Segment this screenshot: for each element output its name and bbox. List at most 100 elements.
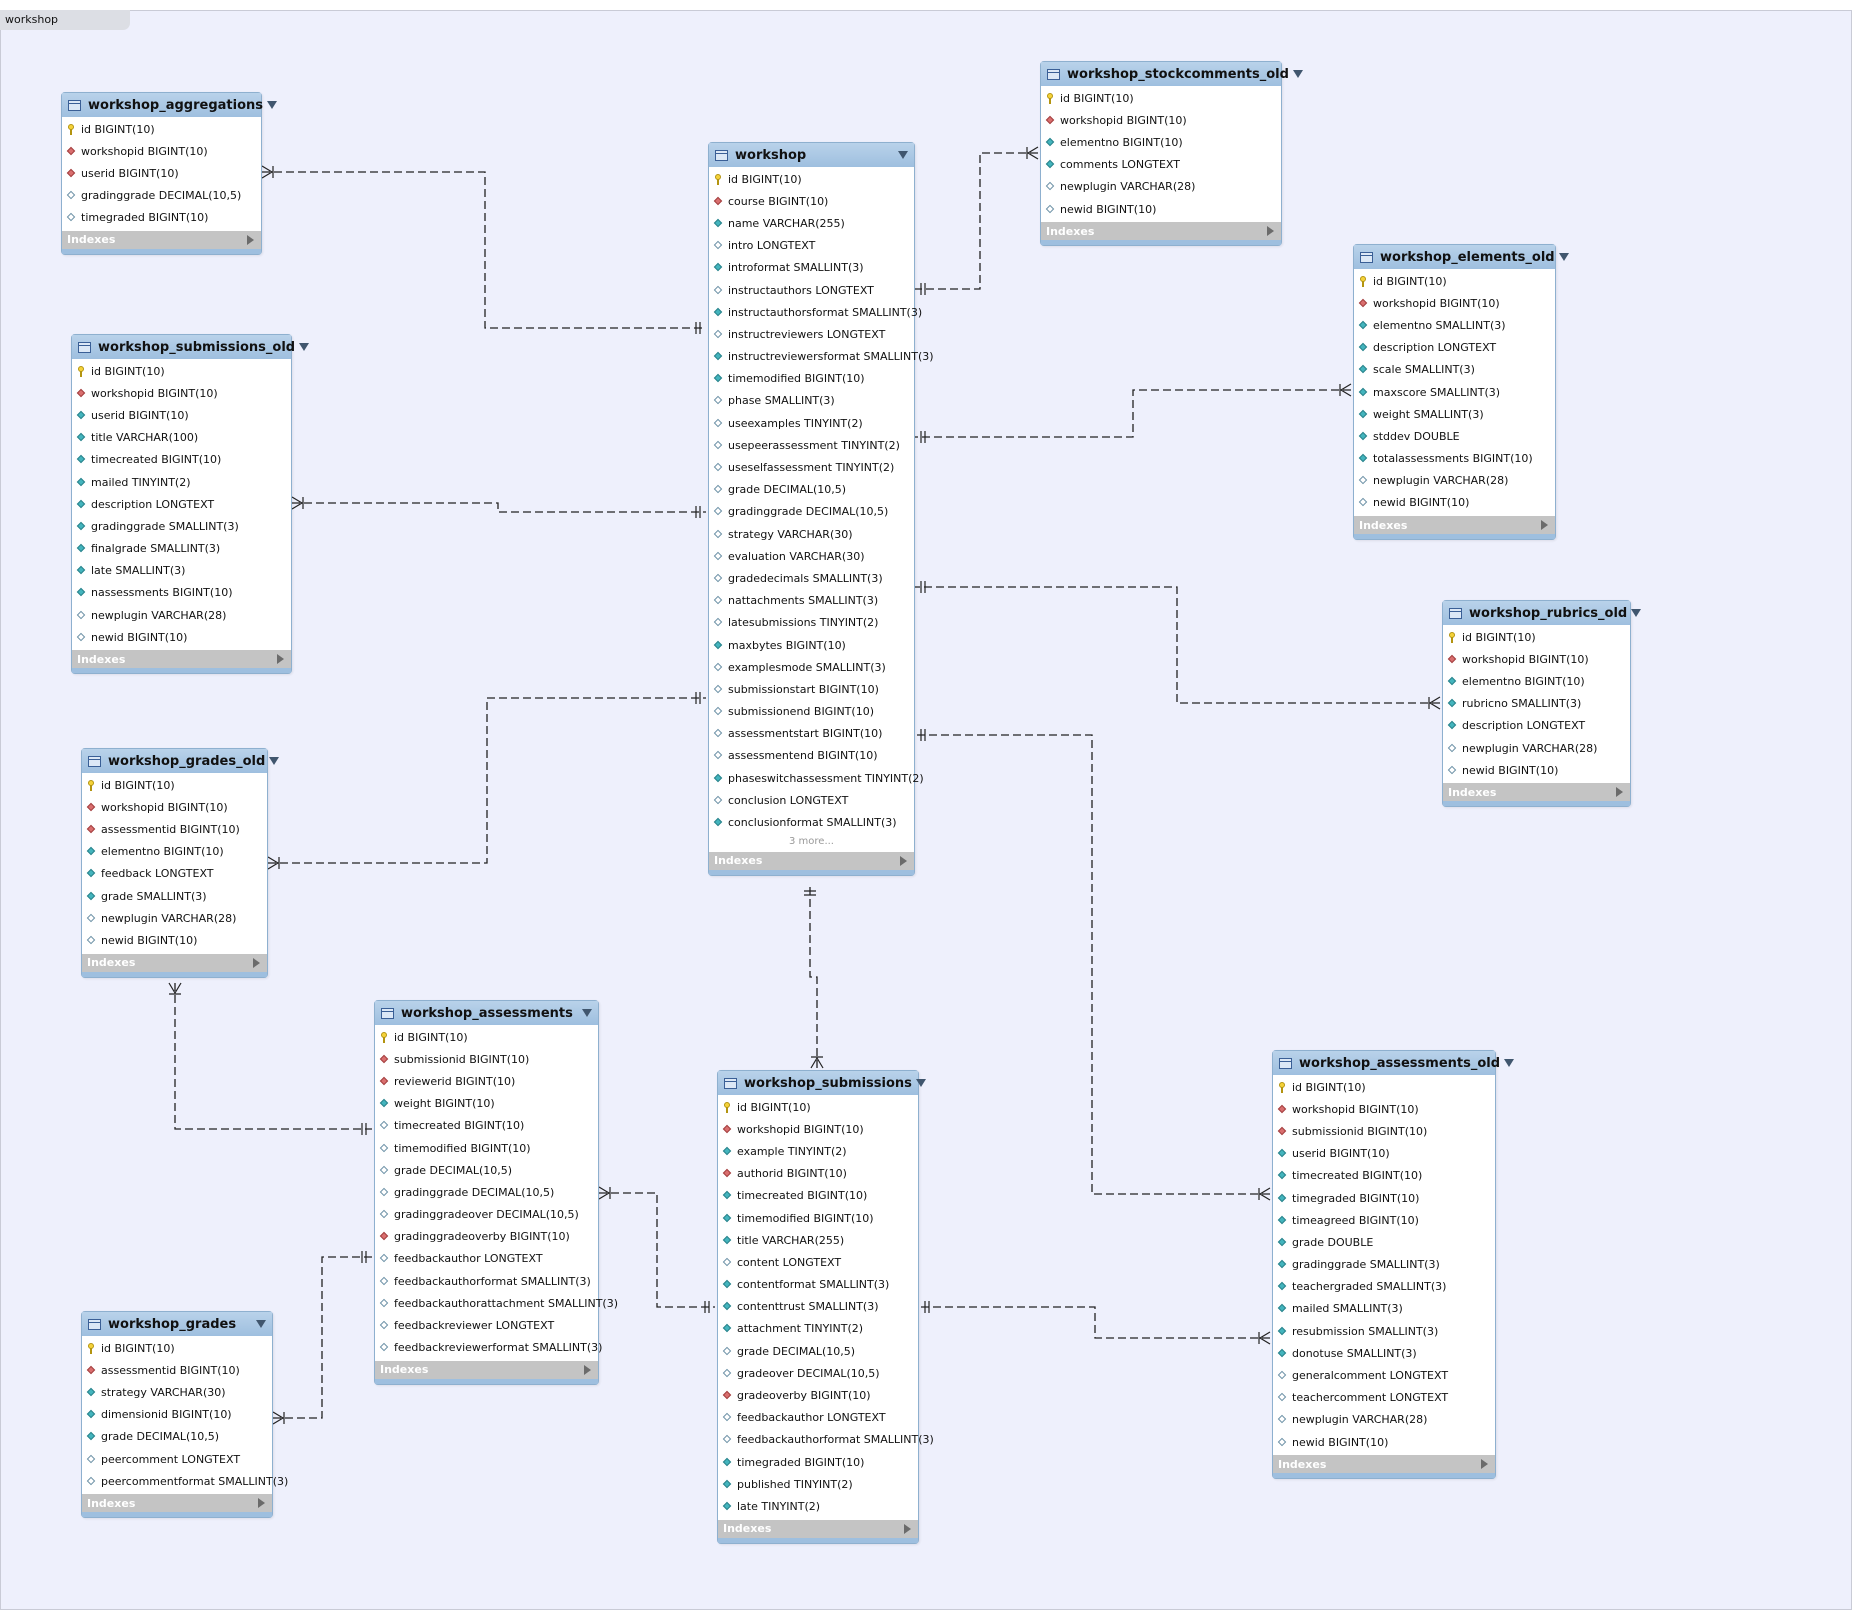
- column-row[interactable]: id BIGINT(10): [1273, 1076, 1495, 1098]
- column-row[interactable]: weight SMALLINT(3): [1354, 403, 1555, 425]
- column-row[interactable]: instructauthorsformat SMALLINT(3): [709, 301, 922, 323]
- column-row[interactable]: workshopid BIGINT(10): [1443, 648, 1630, 670]
- column-row[interactable]: useselfassessment TINYINT(2): [709, 456, 914, 478]
- diagram-tab[interactable]: workshop: [0, 10, 130, 30]
- column-row[interactable]: timegraded BIGINT(10): [1273, 1187, 1495, 1209]
- table-header[interactable]: workshop_submissions_old: [72, 335, 310, 359]
- column-row[interactable]: feedbackreviewerformat SMALLINT(3): [375, 1337, 602, 1359]
- column-row[interactable]: conclusion LONGTEXT: [709, 789, 914, 811]
- indexes-section[interactable]: Indexes: [82, 953, 267, 972]
- column-row[interactable]: timemodified BIGINT(10): [375, 1137, 598, 1159]
- column-row[interactable]: assessmentstart BIGINT(10): [709, 723, 914, 745]
- column-row[interactable]: id BIGINT(10): [82, 774, 267, 796]
- column-row[interactable]: dimensionid BIGINT(10): [82, 1404, 272, 1426]
- indexes-section[interactable]: Indexes: [1273, 1455, 1495, 1474]
- column-row[interactable]: elementno BIGINT(10): [1443, 670, 1630, 692]
- column-row[interactable]: id BIGINT(10): [1443, 626, 1630, 648]
- column-row[interactable]: userid BIGINT(10): [72, 404, 291, 426]
- expand-arrow-icon[interactable]: [253, 957, 260, 968]
- column-row[interactable]: maxscore SMALLINT(3): [1354, 381, 1555, 403]
- column-row[interactable]: content LONGTEXT: [718, 1251, 918, 1273]
- column-row[interactable]: newplugin VARCHAR(28): [1443, 737, 1630, 759]
- column-row[interactable]: description LONGTEXT: [72, 493, 291, 515]
- column-row[interactable]: nattachments SMALLINT(3): [709, 590, 914, 612]
- column-row[interactable]: instructreviewersformat SMALLINT(3): [709, 346, 934, 368]
- column-row[interactable]: resubmission SMALLINT(3): [1273, 1320, 1495, 1342]
- column-row[interactable]: title VARCHAR(100): [72, 427, 291, 449]
- column-row[interactable]: newid BIGINT(10): [1273, 1431, 1495, 1453]
- column-row[interactable]: introformat SMALLINT(3): [709, 257, 914, 279]
- column-row[interactable]: id BIGINT(10): [718, 1096, 918, 1118]
- collapse-arrow-icon[interactable]: [267, 101, 278, 109]
- column-row[interactable]: gradeover DECIMAL(10,5): [718, 1362, 918, 1384]
- collapse-arrow-icon[interactable]: [256, 1320, 266, 1328]
- column-row[interactable]: newid BIGINT(10): [72, 626, 291, 648]
- column-row[interactable]: timemodified BIGINT(10): [709, 368, 914, 390]
- column-row[interactable]: contenttrust SMALLINT(3): [718, 1296, 918, 1318]
- column-row[interactable]: id BIGINT(10): [62, 118, 261, 140]
- column-row[interactable]: id BIGINT(10): [72, 360, 291, 382]
- column-row[interactable]: gradinggrade DECIMAL(10,5): [709, 501, 914, 523]
- column-row[interactable]: strategy VARCHAR(30): [82, 1381, 272, 1403]
- column-row[interactable]: generalcomment LONGTEXT: [1273, 1364, 1495, 1386]
- column-row[interactable]: example TINYINT(2): [718, 1140, 918, 1162]
- table-header[interactable]: workshop: [709, 143, 914, 167]
- column-row[interactable]: workshopid BIGINT(10): [62, 140, 261, 162]
- column-row[interactable]: userid BIGINT(10): [1273, 1143, 1495, 1165]
- column-row[interactable]: assessmentid BIGINT(10): [82, 818, 267, 840]
- column-row[interactable]: workshopid BIGINT(10): [72, 382, 291, 404]
- column-row[interactable]: scale SMALLINT(3): [1354, 359, 1555, 381]
- column-row[interactable]: workshopid BIGINT(10): [1354, 292, 1555, 314]
- column-row[interactable]: timemodified BIGINT(10): [718, 1207, 918, 1229]
- column-row[interactable]: description LONGTEXT: [1443, 715, 1630, 737]
- expand-arrow-icon[interactable]: [1541, 520, 1548, 531]
- column-row[interactable]: usepeerassessment TINYINT(2): [709, 434, 914, 456]
- collapse-arrow-icon[interactable]: [269, 757, 280, 765]
- column-row[interactable]: submissionend BIGINT(10): [709, 701, 914, 723]
- column-row[interactable]: description LONGTEXT: [1354, 337, 1555, 359]
- collapse-arrow-icon[interactable]: [1558, 253, 1569, 261]
- indexes-section[interactable]: Indexes: [1443, 783, 1630, 802]
- column-row[interactable]: grade DECIMAL(10,5): [82, 1426, 272, 1448]
- column-row[interactable]: grade DECIMAL(10,5): [375, 1159, 598, 1181]
- column-row[interactable]: weight BIGINT(10): [375, 1093, 598, 1115]
- collapse-arrow-icon[interactable]: [898, 151, 908, 159]
- indexes-section[interactable]: Indexes: [1041, 222, 1281, 241]
- column-row[interactable]: newplugin VARCHAR(28): [72, 604, 291, 626]
- column-row[interactable]: gradinggradeover DECIMAL(10,5): [375, 1204, 598, 1226]
- column-row[interactable]: latesubmissions TINYINT(2): [709, 612, 914, 634]
- column-row[interactable]: phaseswitchassessment TINYINT(2): [709, 767, 924, 789]
- column-row[interactable]: nassessments BIGINT(10): [72, 582, 291, 604]
- column-row[interactable]: grade DOUBLE: [1273, 1231, 1495, 1253]
- collapse-arrow-icon[interactable]: [582, 1009, 592, 1017]
- column-row[interactable]: submissionstart BIGINT(10): [709, 678, 914, 700]
- column-row[interactable]: feedbackauthorattachment SMALLINT(3): [375, 1292, 618, 1314]
- table-header[interactable]: workshop_grades: [82, 1312, 272, 1336]
- column-row[interactable]: contentformat SMALLINT(3): [718, 1274, 918, 1296]
- column-row[interactable]: donotuse SMALLINT(3): [1273, 1342, 1495, 1364]
- indexes-section[interactable]: Indexes: [1354, 516, 1555, 535]
- column-row[interactable]: timecreated BIGINT(10): [375, 1115, 598, 1137]
- indexes-section[interactable]: Indexes: [375, 1360, 598, 1379]
- column-row[interactable]: timeagreed BIGINT(10): [1273, 1209, 1495, 1231]
- diagram-canvas[interactable]: [0, 10, 1852, 1610]
- column-row[interactable]: gradedecimals SMALLINT(3): [709, 567, 914, 589]
- column-row[interactable]: feedbackreviewer LONGTEXT: [375, 1314, 598, 1336]
- column-row[interactable]: gradinggradeoverby BIGINT(10): [375, 1226, 598, 1248]
- column-row[interactable]: newplugin VARCHAR(28): [1041, 176, 1281, 198]
- column-row[interactable]: gradinggrade DECIMAL(10,5): [62, 185, 261, 207]
- column-row[interactable]: teachergraded SMALLINT(3): [1273, 1276, 1495, 1298]
- column-row[interactable]: evaluation VARCHAR(30): [709, 545, 914, 567]
- expand-arrow-icon[interactable]: [277, 654, 284, 665]
- column-row[interactable]: finalgrade SMALLINT(3): [72, 538, 291, 560]
- column-row[interactable]: newplugin VARCHAR(28): [1354, 470, 1555, 492]
- column-row[interactable]: gradinggrade DECIMAL(10,5): [375, 1181, 598, 1203]
